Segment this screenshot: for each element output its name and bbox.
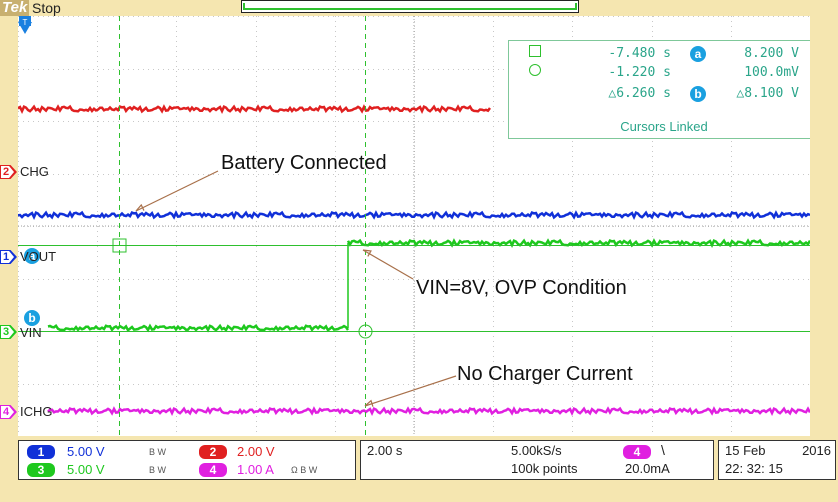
ch4-scale: 1.00 A <box>237 462 274 477</box>
ch3-chip[interactable]: 3 <box>27 463 55 477</box>
trigger-source-chip[interactable]: 4 <box>623 445 651 459</box>
cursor-a-time: -7.480 s <box>608 46 671 61</box>
record-length: 100k points <box>511 461 578 476</box>
cursor-b-row: -1.220 s 100.0mV <box>509 64 810 82</box>
arrow-ovp-condition <box>362 249 414 280</box>
ch3-scale: 5.00 V <box>67 462 105 477</box>
sample-rate: 5.00kS/s <box>511 443 562 458</box>
record-view-bar[interactable] <box>241 0 579 13</box>
cursor-lines <box>18 16 810 436</box>
ch2-ground-marker[interactable]: 2 <box>0 165 17 179</box>
trigger-position-marker[interactable]: T <box>18 16 32 34</box>
ch3-trace-label: VIN <box>20 325 42 340</box>
cursor-b-badge: b <box>690 86 706 102</box>
ch1-ch2-scale-row: 1 5.00 V B W 2 2.00 V <box>19 443 355 461</box>
cursors-linked-note: Cursors Linked <box>620 119 708 134</box>
acquisition-status: Stop <box>32 0 61 16</box>
ch4-trace-label: ICHG <box>20 404 53 419</box>
ch1-chip[interactable]: 1 <box>27 445 55 459</box>
ch1-bw-limit-icon: B W <box>149 447 166 457</box>
cursor-delta-row: △6.260 s b △8.100 V <box>509 85 810 103</box>
status-footer: 1 5.00 V B W 2 2.00 V 3 5.00 V B W 4 1.0… <box>0 436 838 502</box>
ch3-bw-limit-icon: B W <box>149 465 166 475</box>
annotation-arrows <box>135 170 457 407</box>
ch1-scale: 5.00 V <box>67 444 105 459</box>
cursor-a-badge: a <box>690 46 706 62</box>
ch2-trace-label: CHG <box>20 164 49 179</box>
vertical-scale-panel[interactable]: 1 5.00 V B W 2 2.00 V 3 5.00 V B W 4 1.0… <box>18 440 356 480</box>
arrow-no-charger-current <box>364 375 457 407</box>
brand-logo: Tek <box>0 0 30 16</box>
cursor-delta-time: △6.260 s <box>608 86 671 101</box>
ch1-trace-label: VOUT <box>20 249 57 264</box>
date-time-panel: 15 Feb 2016 22: 32: 15 <box>718 440 836 480</box>
ch1-trace <box>18 210 810 221</box>
arrow-ovp-condition-head <box>362 249 372 257</box>
date-day: 15 Feb <box>725 443 766 458</box>
clock-time: 22: 32: 15 <box>725 461 783 476</box>
cursor-b-marker[interactable]: b <box>24 310 40 326</box>
square-cursor-icon <box>529 45 541 63</box>
annotation-battery-connected: Battery Connected <box>221 152 387 174</box>
cursor-a-row: -7.480 s a 8.200 V <box>509 45 810 63</box>
arrow-battery-connected <box>135 170 219 212</box>
record-window-bracket <box>243 3 577 10</box>
ch4-ohm-bw-icon: Ω B W <box>291 465 318 475</box>
top-status-bar: Tek Stop <box>0 0 838 16</box>
svg-text:T: T <box>23 18 28 27</box>
ch4-ground-marker[interactable]: 4 <box>0 405 17 419</box>
cursor-a-marker[interactable]: a <box>24 248 40 264</box>
arrow-no-charger-current-head <box>364 399 374 407</box>
ch1-ground-marker[interactable]: 1 <box>0 250 17 264</box>
date-year: 2016 <box>802 443 831 458</box>
cursor-b-time: -1.220 s <box>608 65 671 80</box>
ch4-chip[interactable]: 4 <box>199 463 227 477</box>
arrow-battery-connected-head <box>135 203 145 212</box>
trigger-slope-icon: \ <box>661 442 665 458</box>
trigger-level: 20.0mA <box>625 461 670 476</box>
ch2-trace <box>18 104 492 115</box>
ch3-trace-low <box>47 323 350 333</box>
cursor-b-value: 100.0mV <box>744 65 799 80</box>
ch3-trace-high <box>346 238 810 249</box>
cursor-readout-panel: -7.480 s a 8.200 V -1.220 s 100.0mV △6.2… <box>508 40 810 139</box>
annotation-no-charger-current: No Charger Current <box>457 363 633 385</box>
ch3-ground-marker[interactable]: 3 <box>0 325 17 339</box>
ch2-chip[interactable]: 2 <box>199 445 227 459</box>
circle-cursor-icon <box>529 64 541 82</box>
ch4-trace <box>47 406 810 417</box>
horizontal-trigger-panel[interactable]: 2.00 s 5.00kS/s 100k points 4 \ 20.0mA <box>360 440 714 480</box>
annotation-ovp-condition: VIN=8V, OVP Condition <box>416 277 627 299</box>
waveform-display[interactable]: T -7.480 s a 8.200 V -1.220 s 100.0mV △6… <box>18 16 810 436</box>
ch3-ch4-scale-row: 3 5.00 V B W 4 1.00 A Ω B W <box>19 461 355 479</box>
cursor-a-value: 8.200 V <box>744 46 799 61</box>
waveform-traces <box>18 104 810 417</box>
cursor-b-circle-handle <box>358 324 373 339</box>
cursor-delta-value: △8.100 V <box>736 86 799 101</box>
cursor-a-square-handle <box>112 238 127 253</box>
timebase-value: 2.00 s <box>367 443 403 458</box>
ch2-scale: 2.00 V <box>237 444 275 459</box>
